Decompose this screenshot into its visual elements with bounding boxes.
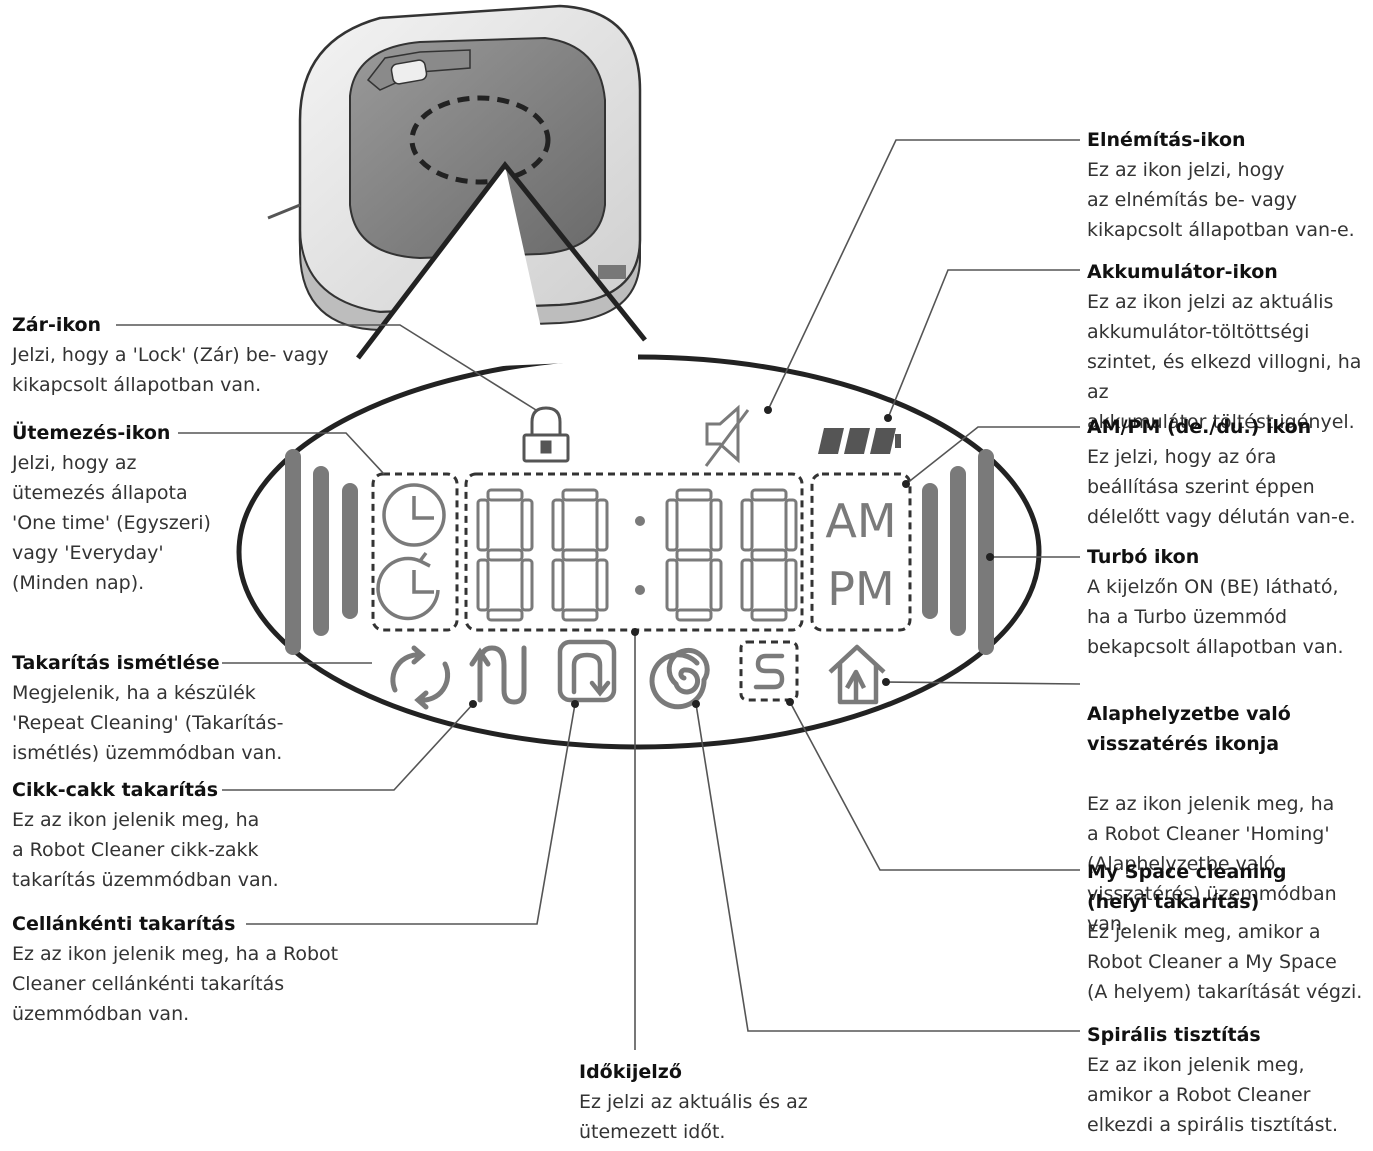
label-ampm-icon: AM/PM (de./du.) ikon Ez jelzi, hogy az ó…	[1087, 412, 1373, 532]
digit-2-segment-6	[551, 558, 565, 612]
digit-3-segment-7	[709, 558, 723, 612]
label-repeat-title: Takarítás ismétlése	[12, 652, 220, 674]
label-mute-title: Elnémítás-ikon	[1087, 129, 1246, 151]
lock-icon	[522, 406, 570, 463]
label-zigzag-cleaning: Cikk-cakk takarítás Ez az ikon jelenik m…	[12, 775, 332, 895]
cell-cleaning-icon	[557, 639, 617, 703]
label-zigzag-title: Cikk-cakk takarítás	[12, 779, 219, 801]
schedule-group-box	[371, 472, 459, 632]
callout-tail-outline	[356, 160, 647, 360]
digit-1-segment-4	[476, 498, 490, 552]
label-cell-title: Cellánkénti takarítás	[12, 913, 236, 935]
digit-1-segment-7	[520, 558, 534, 612]
my-space-icon	[753, 653, 785, 690]
label-cell-desc: Ez az ikon jelenik meg, ha a Robot Clean…	[12, 943, 339, 1025]
digit-1-segment-3	[486, 608, 524, 622]
label-repeat-cleaning: Takarítás ismétlése Megjelenik, ha a kés…	[12, 648, 332, 768]
schedule-once-icon	[382, 483, 446, 547]
label-turbo-icon: Turbó ikon A kijelzőn ON (BE) látható, h…	[1087, 542, 1373, 662]
label-my-space-desc: Ez jelenik meg, amikor a Robot Cleaner a…	[1087, 921, 1363, 1003]
label-turbo-desc: A kijelzőn ON (BE) látható, ha a Turbo ü…	[1087, 576, 1344, 658]
digit-2-segment-7	[595, 558, 609, 612]
label-time-desc: Ez jelzi az aktuális és az ütemezett idő…	[579, 1091, 808, 1143]
label-battery-icon: Akkumulátor-ikon Ez az ikon jelzi az akt…	[1087, 257, 1373, 437]
digit-3-segment-6	[665, 558, 679, 612]
label-lock-title: Zár-ikon	[12, 314, 102, 336]
label-lock-icon: Zár-ikon Jelzi, hogy a 'Lock' (Zár) be- …	[12, 310, 412, 400]
label-mute-desc: Ez az ikon jelzi, hogy az elnémítás be- …	[1087, 159, 1355, 241]
label-battery-desc: Ez az ikon jelzi az aktuális akkumulátor…	[1087, 291, 1362, 433]
digit-3-segment-1	[675, 488, 713, 502]
label-homing-icon: Alaphelyzetbe való visszatérés ikonja Ez…	[1087, 669, 1373, 969]
label-spiral-title: Spirális tisztítás	[1087, 1024, 1261, 1046]
label-mute-icon: Elnémítás-ikon Ez az ikon jelzi, hogy az…	[1087, 125, 1373, 245]
label-turbo-title: Turbó ikon	[1087, 546, 1200, 568]
colon-dot-top	[635, 516, 645, 526]
label-schedule-desc: Jelzi, hogy az ütemezés állapota 'One ti…	[12, 452, 211, 594]
label-time-title: Időkijelző	[579, 1061, 682, 1083]
label-homing-desc: Ez az ikon jelenik meg, ha a Robot Clean…	[1087, 793, 1337, 935]
digit-3-segment-3	[675, 608, 713, 622]
time-digits	[476, 488, 798, 622]
digit-1-segment-1	[486, 488, 524, 502]
robot-cleaner-illustration	[267, 4, 642, 332]
digit-1-segment-5	[520, 498, 534, 552]
leader-dots	[469, 406, 994, 708]
digit-4-segment-5	[784, 498, 798, 552]
digit-1-segment-2	[486, 548, 524, 562]
label-schedule-icon: Ütemezés-ikon Jelzi, hogy az ütemezés ál…	[12, 418, 252, 598]
label-time-display: Időkijelző Ez jelzi az aktuális és az üt…	[579, 1057, 899, 1147]
my-space-box	[739, 640, 799, 702]
callout-tail	[358, 165, 545, 358]
am-indicator: AM	[825, 494, 896, 548]
zigzag-cleaning-icon	[469, 645, 527, 705]
digit-2-segment-4	[551, 498, 565, 552]
label-schedule-title: Ütemezés-ikon	[12, 422, 171, 444]
digit-4-segment-7	[784, 558, 798, 612]
colon-dot-bottom	[635, 585, 645, 595]
digit-1-segment-6	[476, 558, 490, 612]
battery-icon	[818, 428, 901, 454]
display-ellipse	[236, 354, 1042, 750]
digit-4-segment-1	[750, 488, 788, 502]
digit-2-segment-5	[595, 498, 609, 552]
label-ampm-title: AM/PM (de./du.) ikon	[1087, 416, 1312, 438]
digit-2-segment-3	[561, 608, 599, 622]
digit-4-segment-6	[740, 558, 754, 612]
digit-4-segment-3	[750, 608, 788, 622]
digit-3-segment-5	[709, 498, 723, 552]
label-homing-title: Alaphelyzetbe való visszatérés ikonja	[1087, 703, 1291, 755]
label-my-space: My Space cleaning (helyi takarítás) Ez j…	[1087, 857, 1373, 1007]
repeat-cleaning-icon	[390, 645, 451, 710]
label-my-space-title: My Space cleaning (helyi takarítás)	[1087, 861, 1287, 913]
schedule-everyday-icon	[376, 551, 440, 621]
turbo-bars-left	[285, 449, 358, 655]
leader-lines	[116, 139, 1081, 1050]
mute-icon	[704, 404, 750, 467]
digit-3-segment-4	[665, 498, 679, 552]
label-cell-cleaning: Cellánkénti takarítás Ez az ikon jelenik…	[12, 909, 412, 1029]
label-spiral-desc: Ez az ikon jelenik meg, amikor a Robot C…	[1087, 1054, 1339, 1136]
digit-4-segment-2	[750, 548, 788, 562]
digit-4-segment-4	[740, 498, 754, 552]
ampm-group-box	[810, 472, 912, 632]
homing-icon	[828, 644, 886, 705]
label-battery-title: Akkumulátor-ikon	[1087, 261, 1278, 283]
label-ampm-desc: Ez jelzi, hogy az óra beállítása szerint…	[1087, 446, 1356, 528]
label-repeat-desc: Megjelenik, ha a készülék 'Repeat Cleani…	[12, 682, 284, 764]
label-zigzag-desc: Ez az ikon jelenik meg, ha a Robot Clean…	[12, 809, 279, 891]
digit-3-segment-2	[675, 548, 713, 562]
digit-2-segment-1	[561, 488, 599, 502]
label-spiral-cleaning: Spirális tisztítás Ez az ikon jelenik me…	[1087, 1020, 1373, 1140]
digit-2-segment-2	[561, 548, 599, 562]
pm-indicator: PM	[827, 562, 894, 616]
label-lock-desc: Jelzi, hogy a 'Lock' (Zár) be- vagy kika…	[12, 344, 329, 396]
spiral-cleaning-icon	[649, 647, 710, 710]
turbo-bars-right	[922, 449, 994, 655]
